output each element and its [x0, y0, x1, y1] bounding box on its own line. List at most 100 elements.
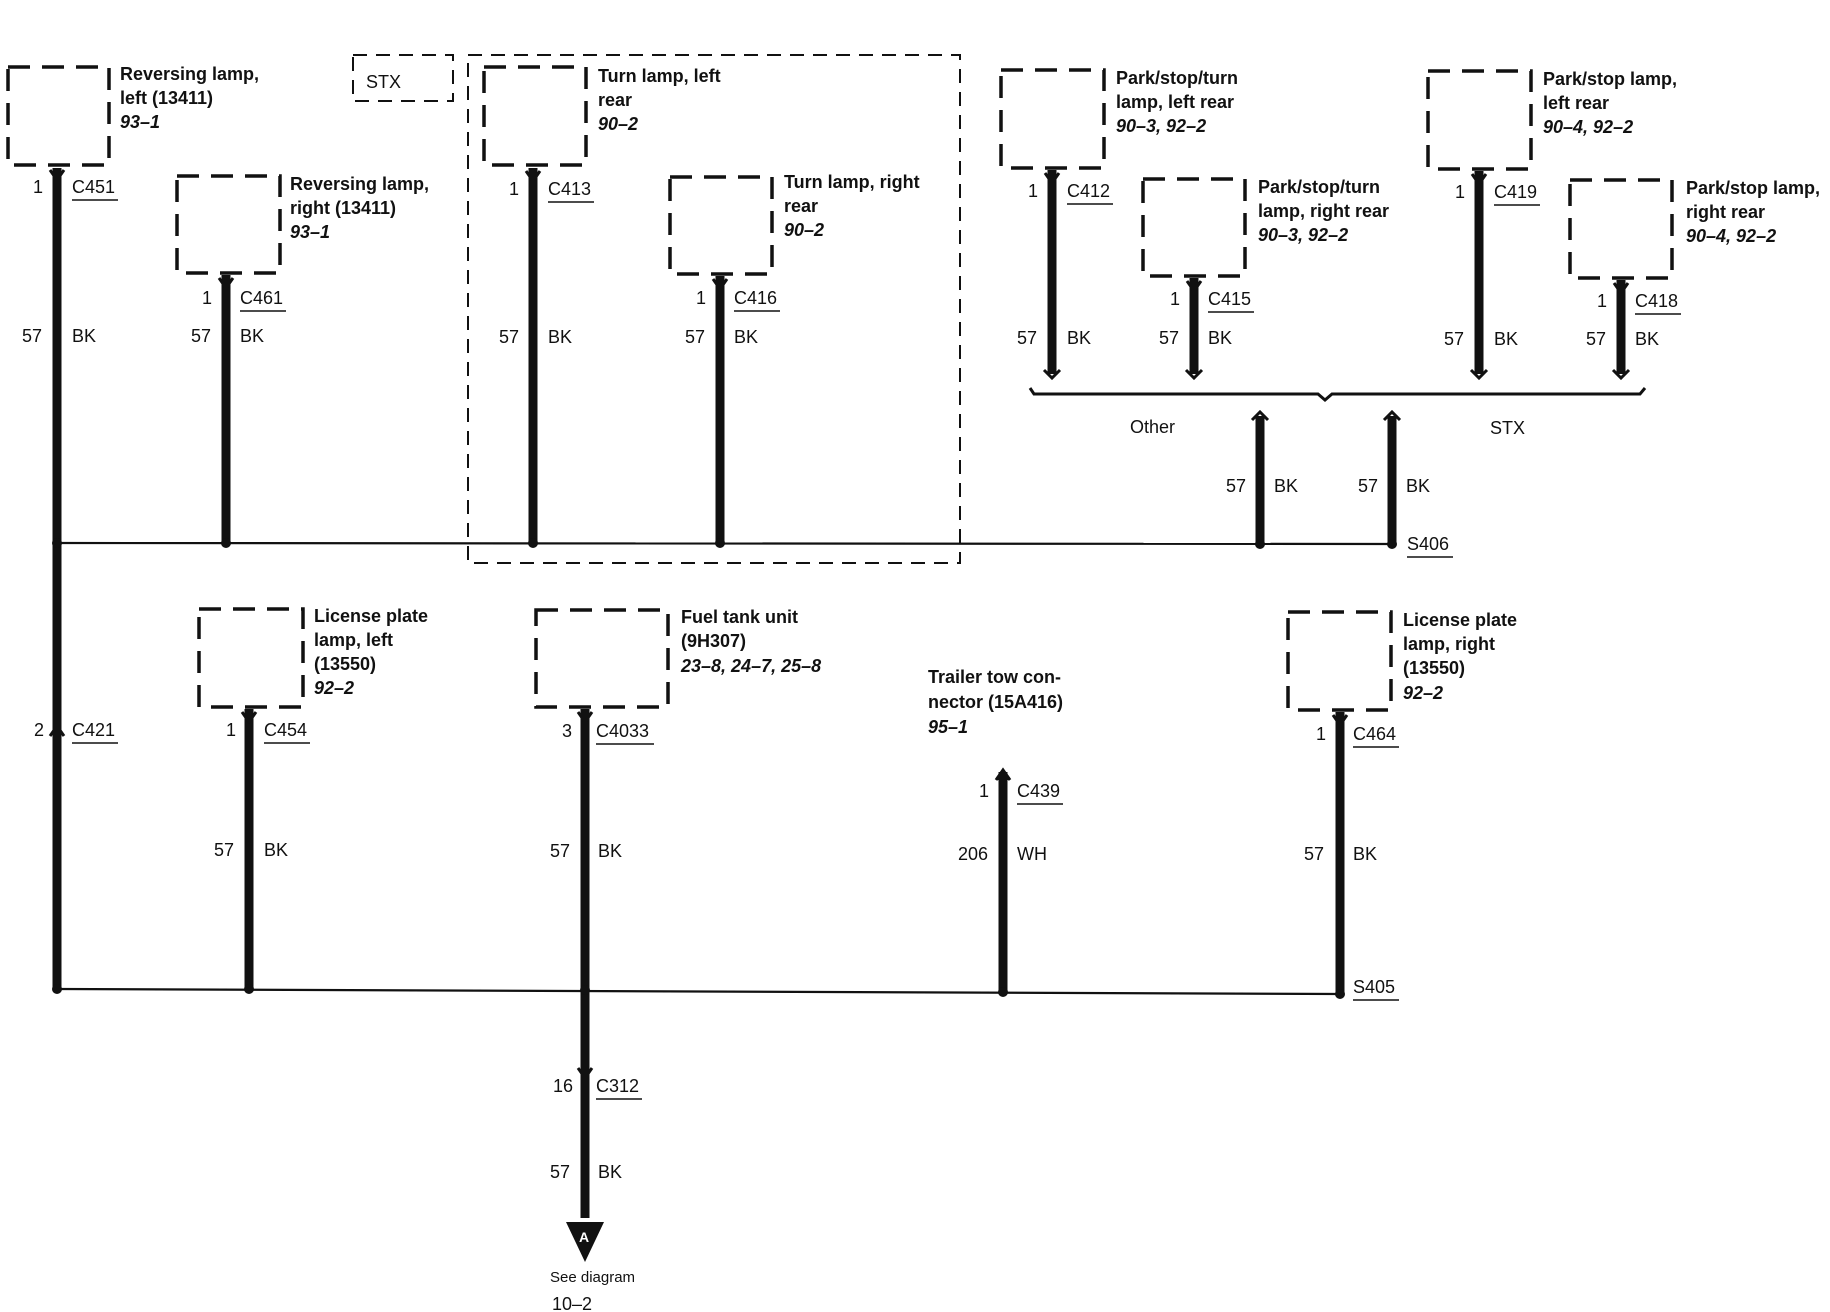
svg-text:BK: BK	[264, 840, 288, 860]
reversing-lamp-left-box	[6, 65, 111, 167]
svg-text:lamp, right rear: lamp, right rear	[1258, 201, 1389, 221]
svg-text:License plate: License plate	[314, 606, 428, 626]
component-park-stop-right: Park/stop lamp, right rear 90–4, 92–2 1 …	[1568, 178, 1820, 381]
svg-text:90–3, 92–2: 90–3, 92–2	[1116, 116, 1206, 136]
svg-text:95–1: 95–1	[928, 717, 968, 737]
svg-text:93–1: 93–1	[120, 112, 160, 132]
svg-text:57: 57	[191, 326, 211, 346]
svg-text:BK: BK	[548, 327, 572, 347]
connector-c413: C413	[548, 179, 591, 199]
component-park-stop-left: Park/stop lamp, left rear 90–4, 92–2 1 C…	[1426, 69, 1677, 381]
svg-text:57: 57	[1017, 328, 1037, 348]
svg-text:BK: BK	[734, 327, 758, 347]
splice-s406: S406	[1407, 534, 1449, 554]
svg-text:92–2: 92–2	[314, 678, 354, 698]
svg-text:1: 1	[696, 288, 706, 308]
svg-text:1: 1	[979, 781, 989, 801]
turn-lamp-left-box	[482, 65, 588, 167]
svg-text:57: 57	[214, 840, 234, 860]
component-park-stop-turn-left: Park/stop/turn lamp, left rear 90–3, 92–…	[999, 68, 1238, 381]
offpage-ref: 10–2	[552, 1294, 592, 1312]
svg-text:1: 1	[1455, 182, 1465, 202]
svg-text:57: 57	[1226, 476, 1246, 496]
svg-text:BK: BK	[1635, 329, 1659, 349]
svg-text:rear: rear	[598, 90, 632, 110]
svg-text:93–1: 93–1	[290, 222, 330, 242]
svg-text:16: 16	[553, 1076, 573, 1096]
svg-text:57: 57	[1159, 328, 1179, 348]
svg-text:2: 2	[34, 720, 44, 740]
svg-text:Turn lamp, left: Turn lamp, left	[598, 66, 721, 86]
svg-text:left rear: left rear	[1543, 93, 1609, 113]
svg-text:57: 57	[685, 327, 705, 347]
svg-text:License plate: License plate	[1403, 610, 1517, 630]
svg-text:57: 57	[1444, 329, 1464, 349]
svg-text:1: 1	[1170, 289, 1180, 309]
connector-c421: C421	[72, 720, 115, 740]
stx-variant-label: STX	[366, 72, 401, 92]
offpage-arrow-letter: A	[579, 1229, 589, 1245]
connector-c439: C439	[1017, 781, 1060, 801]
connector-c4033: C4033	[596, 721, 649, 741]
connector-c412: C412	[1067, 181, 1110, 201]
connector-c419: C419	[1494, 182, 1537, 202]
svg-text:BK: BK	[1274, 476, 1298, 496]
svg-text:lamp, right: lamp, right	[1403, 634, 1495, 654]
svg-text:1: 1	[1316, 724, 1326, 744]
connector-c416: C416	[734, 288, 777, 308]
connector-c312-group: 16 C312 57 BK	[550, 1067, 642, 1182]
component-reversing-lamp-right: Reversing lamp, right (13411) 93–1 1 C46…	[175, 174, 429, 548]
component-license-lamp-right: License plate lamp, right (13550) 92–2 1…	[1286, 610, 1517, 1001]
connector-c464: C464	[1353, 724, 1396, 744]
svg-text:57: 57	[1358, 476, 1378, 496]
park-stop-right-box	[1568, 178, 1674, 280]
svg-text:BK: BK	[72, 326, 96, 346]
stx-variant-box	[352, 54, 454, 102]
connector-c312: C312	[596, 1076, 639, 1096]
svg-text:92–2: 92–2	[1403, 683, 1443, 703]
svg-text:BK: BK	[1353, 844, 1377, 864]
svg-text:BK: BK	[598, 1162, 622, 1182]
svg-text:1: 1	[1028, 181, 1038, 201]
svg-text:Park/stop lamp,: Park/stop lamp,	[1543, 69, 1677, 89]
svg-text:(9H307): (9H307)	[681, 631, 746, 651]
svg-text:Park/stop/turn: Park/stop/turn	[1258, 177, 1380, 197]
license-lamp-left-box	[197, 607, 305, 709]
svg-text:Turn lamp, right: Turn lamp, right	[784, 172, 920, 192]
svg-text:57: 57	[22, 326, 42, 346]
park-stop-left-box	[1426, 69, 1533, 171]
connector-c421-group: 2 C421	[34, 720, 118, 744]
component-turn-lamp-left: Turn lamp, left rear 90–2 1 C413 57 BK	[482, 65, 721, 548]
svg-text:lamp, left rear: lamp, left rear	[1116, 92, 1234, 112]
svg-text:(13550): (13550)	[1403, 658, 1465, 678]
component-fuel-tank-unit: Fuel tank unit (9H307) 23–8, 24–7, 25–8 …	[534, 607, 821, 1218]
svg-text:left (13411): left (13411)	[120, 88, 213, 108]
svg-text:1: 1	[202, 288, 212, 308]
svg-text:Park/stop/turn: Park/stop/turn	[1116, 68, 1238, 88]
component-turn-lamp-right: Turn lamp, right rear 90–2 1 C416 57 BK	[668, 172, 920, 548]
svg-text:Park/stop lamp,: Park/stop lamp,	[1686, 178, 1820, 198]
svg-text:57: 57	[550, 841, 570, 861]
svg-text:BK: BK	[1208, 328, 1232, 348]
connector-c461: C461	[240, 288, 283, 308]
svg-text:90–2: 90–2	[598, 114, 638, 134]
svg-text:90–4, 92–2: 90–4, 92–2	[1543, 117, 1633, 137]
connector-c454: C454	[264, 720, 307, 740]
bracket-label-other: Other	[1130, 417, 1175, 437]
connector-c418: C418	[1635, 291, 1678, 311]
component-license-lamp-left: License plate lamp, left (13550) 92–2 1 …	[197, 606, 428, 994]
bracket-label-stx: STX	[1490, 418, 1525, 438]
svg-text:right rear: right rear	[1686, 202, 1765, 222]
component-park-stop-turn-right: Park/stop/turn lamp, right rear 90–3, 92…	[1141, 177, 1389, 381]
connector-c451: C451	[72, 177, 115, 197]
svg-text:206: 206	[958, 844, 988, 864]
svg-text:BK: BK	[1067, 328, 1091, 348]
turn-lamp-right-box	[668, 175, 774, 276]
park-stop-turn-left-box	[999, 68, 1106, 170]
svg-text:(13550): (13550)	[314, 654, 376, 674]
ground-bus-s405	[56, 987, 1341, 996]
svg-text:3: 3	[562, 721, 572, 741]
svg-text:1: 1	[226, 720, 236, 740]
svg-text:1: 1	[509, 179, 519, 199]
